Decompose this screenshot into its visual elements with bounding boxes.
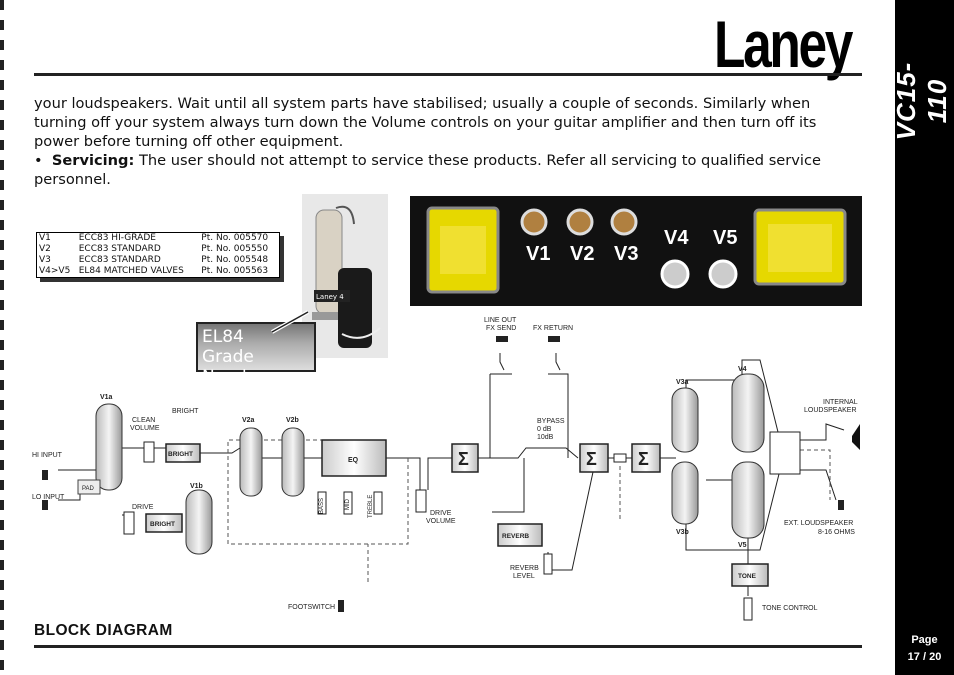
- label-bypass-2: 0 dB: [537, 426, 552, 433]
- label-fx-send: FX SEND: [486, 325, 516, 332]
- label-pad: PAD: [82, 486, 95, 492]
- label-v1a: V1a: [100, 394, 113, 401]
- chassis-label-v1: V1: [526, 243, 551, 265]
- label-bright-box: BRIGHT: [168, 451, 193, 458]
- label-bypass-1: BYPASS: [537, 418, 565, 425]
- boxes: [42, 336, 860, 621]
- servicing-bullet: • Servicing: The user should not attempt…: [34, 151, 864, 189]
- side-bar: [895, 0, 954, 675]
- tubes: [95, 373, 765, 555]
- table-row: V2 ECC83 STANDARD Pt. No. 005550: [37, 244, 280, 255]
- valve-part: Pt. No. 005570: [201, 233, 269, 243]
- label-hi-input: HI INPUT: [32, 452, 63, 459]
- label-v1b: V1b: [190, 483, 203, 490]
- label-internal-2: LOUDSPEAKER: [804, 407, 857, 414]
- body-paragraph: your loudspeakers. Wait until all system…: [34, 95, 817, 150]
- grade-line1: EL84: [202, 327, 244, 347]
- label-bright-box-2: BRIGHT: [150, 521, 175, 528]
- label-bass: BASS: [319, 498, 325, 514]
- label-clean-1: CLEAN: [132, 417, 155, 424]
- label-drive-vol-2: VOLUME: [426, 518, 456, 525]
- label-bypass-3: 10dB: [537, 434, 554, 441]
- chassis-label-v4: V4: [664, 227, 689, 249]
- control-dashes: [227, 439, 831, 582]
- label-clean-2: VOLUME: [130, 425, 160, 432]
- page-number: 17 / 20: [907, 651, 942, 663]
- page-label: Page: [911, 634, 938, 646]
- label-eq: EQ: [348, 457, 359, 464]
- label-ext-1: EXT. LOUDSPEAKER: [784, 520, 853, 527]
- bullet-text: The user should not attempt to service t…: [34, 152, 821, 188]
- label-internal-1: INTERNAL: [823, 399, 858, 406]
- label-lo-input: LO INPUT: [32, 494, 65, 501]
- page-indicator: Page 17 / 20: [895, 632, 954, 666]
- label-fx-return: FX RETURN: [533, 325, 573, 332]
- label-line-out: LINE OUT: [484, 317, 517, 324]
- bullet-head: Servicing:: [51, 152, 135, 169]
- chassis-photo: V1 V2 V3 V4 V5: [410, 196, 862, 306]
- sigma-3: Σ: [638, 449, 649, 469]
- label-reverb: REVERB: [502, 533, 529, 540]
- label-v3b: V3b: [676, 529, 689, 536]
- grade-line2: Grade Number: [202, 347, 271, 387]
- label-footswitch: FOOTSWITCH: [288, 604, 335, 611]
- sigma-2: Σ: [586, 449, 597, 469]
- label-v2a: V2a: [242, 417, 255, 424]
- bullet-mark: •: [34, 152, 43, 169]
- valve-pos: V1: [39, 233, 51, 243]
- chassis-label-v5: V5: [713, 227, 738, 249]
- diagram-labels: LINE OUT FX SEND FX RETURN HI INPUT LO I…: [32, 317, 858, 612]
- label-mid: MID: [345, 498, 351, 510]
- valve-sticker: Laney 4: [316, 293, 344, 301]
- signal-wires: [58, 353, 845, 596]
- label-reverb-level-1: REVERB: [510, 565, 539, 572]
- valve-photo: Laney 4: [302, 194, 388, 358]
- label-ext-2: 8-16 OHMS: [818, 529, 855, 536]
- valve-part: Pt. No. 005548: [201, 255, 269, 265]
- valve-type: ECC83 HI-GRADE: [78, 233, 156, 243]
- valve-type: ECC83 STANDARD: [78, 244, 161, 254]
- label-drive-vol-1: DRIVE: [430, 510, 452, 517]
- label-tone-control: TONE CONTROL: [762, 605, 818, 612]
- label-v2b: V2b: [286, 417, 299, 424]
- label-tone: TONE: [738, 573, 757, 580]
- valve-pos: V3: [39, 255, 51, 265]
- valve-type: EL84 MATCHED VALVES: [78, 266, 184, 276]
- table-row: V1 ECC83 HI-GRADE Pt. No. 005570: [37, 233, 280, 245]
- label-v5: V5: [738, 542, 747, 549]
- page-edge-dashes: [0, 0, 4, 675]
- chassis-label-v3: V3: [614, 243, 639, 265]
- label-bright-top: BRIGHT: [172, 408, 199, 415]
- label-reverb-level-2: LEVEL: [513, 573, 535, 580]
- label-v3a: V3a: [676, 379, 689, 386]
- sigma-1: Σ: [458, 449, 469, 469]
- label-treble: TREBLE: [368, 495, 374, 518]
- footer-rule: [34, 645, 862, 648]
- table-row: V4>V5 EL84 MATCHED VALVES Pt. No. 005563: [37, 266, 280, 278]
- laney-logo: Laney: [714, 7, 853, 81]
- valve-part: Pt. No. 005550: [201, 244, 269, 254]
- header-rule: [34, 73, 862, 76]
- label-v4: V4: [738, 366, 747, 373]
- valve-type: ECC83 STANDARD: [78, 255, 161, 265]
- table-row: V3 ECC83 STANDARD Pt. No. 005548: [37, 255, 280, 266]
- valve-illustration: Laney 4: [312, 205, 381, 348]
- label-drive: DRIVE: [132, 504, 154, 511]
- valve-pos: V2: [39, 244, 51, 254]
- chassis-illustration: [426, 206, 847, 294]
- chassis-label-v2: V2: [570, 243, 595, 265]
- valve-part: Pt. No. 005563: [201, 266, 269, 276]
- valve-pos: V4>V5: [39, 266, 71, 276]
- block-diagram-title: BLOCK DIAGRAM: [34, 622, 173, 639]
- body-text: your loudspeakers. Wait until all system…: [34, 94, 864, 189]
